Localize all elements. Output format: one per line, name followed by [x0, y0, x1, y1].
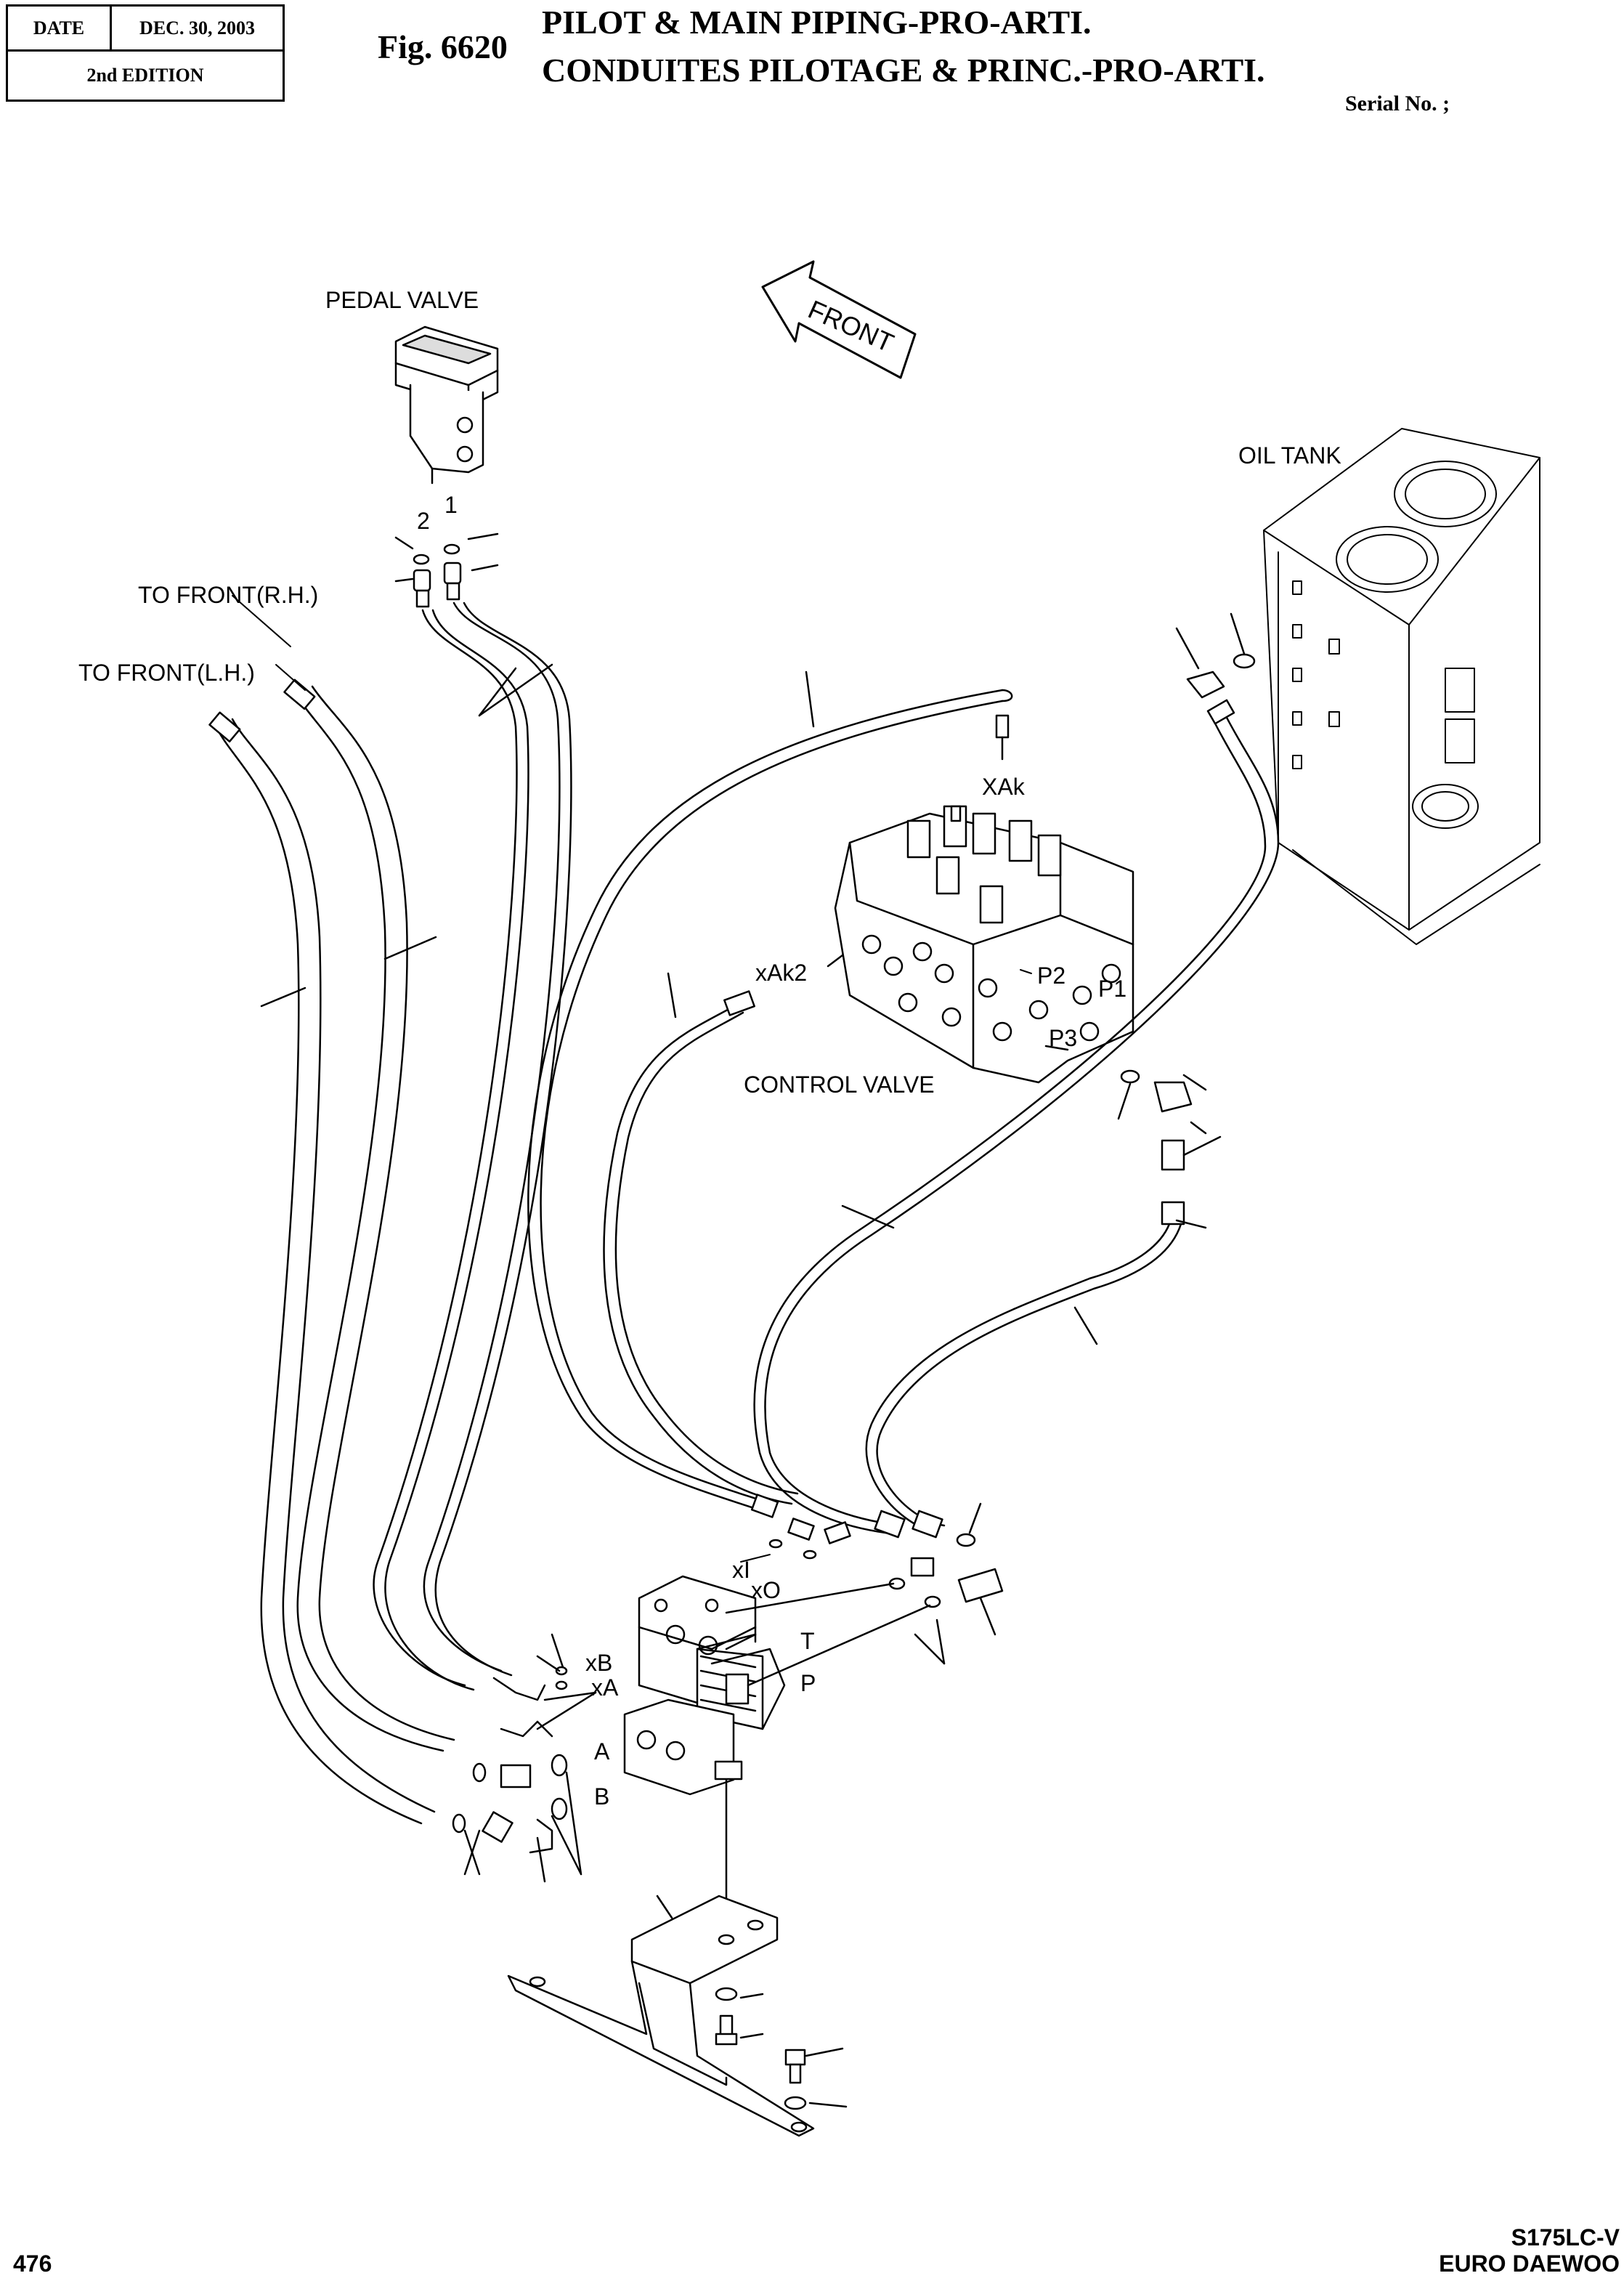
label-to-front-lh: TO FRONT(L.H.) — [78, 660, 255, 686]
label-b: B — [594, 1783, 609, 1810]
pedal-valve-fittings — [394, 532, 499, 608]
front-arrow-icon — [761, 260, 917, 379]
oil-tank — [1263, 428, 1540, 945]
label-control-valve: CONTROL VALVE — [744, 1071, 935, 1098]
bracket — [507, 1895, 815, 2137]
label-p2: P2 — [1037, 963, 1065, 989]
label-port-2: 2 — [417, 508, 430, 534]
pedal-valve — [394, 325, 499, 485]
page-number: 476 — [13, 2250, 52, 2277]
model-brand: S175LC-V EURO DAEWOO — [1439, 2224, 1620, 2277]
label-xak2: xAk2 — [755, 960, 807, 986]
label-pedal-valve: PEDAL VALVE — [325, 287, 479, 313]
brand-name: EURO DAEWOO — [1439, 2250, 1620, 2277]
leader-lines — [232, 595, 1032, 1563]
control-valve — [827, 805, 1134, 1084]
label-a: A — [594, 1738, 610, 1765]
arti-valve-fittings — [452, 1494, 1004, 1883]
pilot-hoses-pedal — [373, 601, 572, 1691]
front-hoses — [208, 678, 455, 1825]
label-xa: xA — [591, 1674, 619, 1701]
label-xak: XAk — [982, 774, 1026, 800]
label-to-front-rh: TO FRONT(R.H.) — [138, 582, 318, 608]
label-oil-tank: OIL TANK — [1238, 442, 1341, 469]
main-hose-tank — [753, 612, 1280, 1536]
hose-xak2 — [603, 972, 799, 1505]
label-p3: P3 — [1049, 1025, 1077, 1051]
label-xo: xO — [751, 1577, 781, 1603]
date-value: DEC. 30, 2003 — [139, 17, 255, 39]
date-label: DATE — [8, 7, 112, 49]
bolts-washers — [715, 1987, 848, 2110]
title-french: CONDUITES PILOTAGE & PRINC.-PRO-ARTI. — [542, 52, 1265, 89]
model-name: S175LC-V — [1511, 2224, 1620, 2250]
label-xi: xI — [732, 1557, 750, 1583]
edition: 2nd EDITION — [86, 65, 204, 86]
date-edition-box: DATE DEC. 30, 2003 2nd EDITION — [6, 4, 285, 102]
label-port-1: 1 — [444, 492, 458, 518]
label-t: T — [800, 1628, 815, 1654]
hose-xak — [527, 671, 1013, 1512]
fig-number: Fig. 6620 — [378, 28, 508, 65]
title-english: PILOT & MAIN PIPING-PRO-ARTI. — [542, 4, 1092, 41]
label-xb: xB — [585, 1650, 612, 1676]
arti-valve — [623, 1575, 786, 1948]
serial-number: Serial No. ; — [1345, 92, 1450, 116]
label-p: P — [800, 1670, 816, 1696]
label-p1: P1 — [1098, 976, 1126, 1002]
p3-fittings — [865, 1069, 1222, 1534]
